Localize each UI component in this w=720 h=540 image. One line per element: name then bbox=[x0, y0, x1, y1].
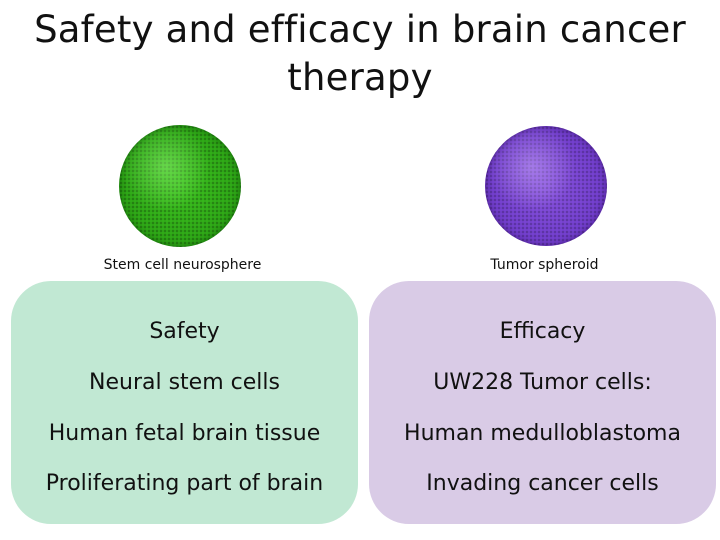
efficacy-line-1: UW228 Tumor cells: bbox=[433, 370, 652, 395]
safety-heading: Safety bbox=[149, 319, 220, 344]
tumor-caption: Tumor spheroid bbox=[490, 257, 599, 273]
safety-line-2: Human fetal brain tissue bbox=[48, 421, 321, 446]
efficacy-line-2: Human medulloblastoma bbox=[404, 421, 681, 446]
slide-title-line-2: therapy bbox=[287, 56, 433, 99]
safety-panel: Safety Neural stem cells Human fetal bra… bbox=[11, 281, 358, 524]
tumor-spheroid-image bbox=[485, 126, 607, 246]
efficacy-panel: Efficacy UW228 Tumor cells: Human medull… bbox=[369, 281, 716, 524]
efficacy-line-3: Invading cancer cells bbox=[426, 471, 659, 496]
stem-cell-caption: Stem cell neurosphere bbox=[103, 257, 262, 273]
slide-title: Safety and efficacy in brain cancer ther… bbox=[0, 6, 720, 102]
safety-line-1: Neural stem cells bbox=[89, 370, 280, 395]
efficacy-heading: Efficacy bbox=[499, 319, 586, 344]
safety-line-3: Proliferating part of brain bbox=[45, 471, 324, 496]
slide-title-line-1: Safety and efficacy in brain cancer bbox=[34, 8, 686, 51]
stem-cell-neurosphere-image bbox=[119, 125, 241, 247]
